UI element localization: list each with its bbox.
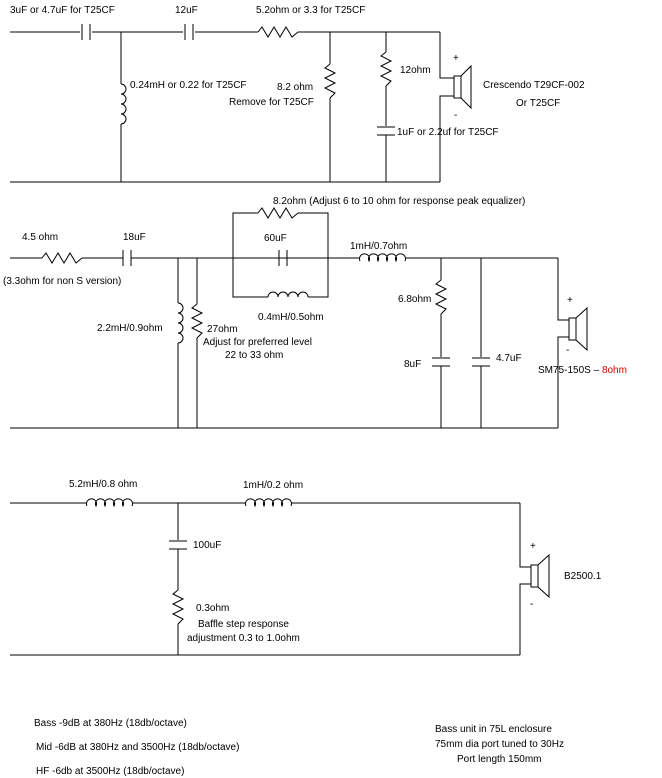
- midrange-zobel-resistor-label: 6.8ohm: [398, 294, 431, 305]
- midrange-speaker-icon: [568, 306, 588, 352]
- tweeter-series-resistor-label: 5.2ohm or 3.3 for T25CF: [256, 5, 365, 16]
- bass-inductor-2-label: 1mH/0.2 ohm: [243, 480, 303, 491]
- midrange-input-capacitor: [122, 250, 132, 266]
- tweeter-notch-resistor-label: 12ohm: [400, 65, 431, 76]
- bass-plus-sign: +: [530, 541, 536, 552]
- bass-resistor-note-1: Baffle step response: [198, 619, 289, 630]
- tweeter-c1-label: 3uF or 4.7uF for T25CF: [10, 5, 115, 16]
- tweeter-series-resistor: [257, 26, 299, 38]
- midrange-input-resistor-label: 4.5 ohm: [22, 232, 58, 243]
- tweeter-shunt-resistor: [323, 63, 337, 99]
- tweeter-c1-capacitor: [81, 24, 91, 40]
- midrange-driver-impedance: 8ohm: [602, 365, 627, 376]
- note-enclosure-1: Bass unit in 75L enclosure: [435, 724, 552, 735]
- bass-speaker-icon: [530, 553, 550, 599]
- bass-minus-sign: -: [530, 599, 533, 610]
- midrange-eq-capacitor-label: 60uF: [264, 233, 287, 244]
- bass-circuit: [10, 498, 550, 656]
- midrange-driver-label: SM75-150S – 8ohm: [538, 365, 627, 376]
- note-enclosure-3: Port length 150mm: [457, 754, 542, 765]
- midrange-zobel-resistor: [434, 279, 448, 315]
- midrange-shunt-resistor: [190, 303, 204, 339]
- tweeter-driver-alt: Or T25CF: [516, 98, 560, 109]
- tweeter-shunt-inductor: [120, 83, 127, 125]
- midrange-eq-resistor-label: 8.2ohm (Adjust 6 to 10 ohm for response …: [273, 196, 525, 207]
- midrange-shunt-inductor: [177, 302, 184, 344]
- note-bass-slope: Bass -9dB at 380Hz (18db/octave): [34, 718, 187, 729]
- midrange-input-resistor-note: (3.3ohm for non S version): [3, 276, 121, 287]
- midrange-input-resistor: [41, 252, 83, 264]
- midrange-series-inductor: [359, 253, 406, 263]
- midrange-minus-sign: -: [566, 345, 569, 356]
- tweeter-circuit: [10, 24, 472, 183]
- note-hf-slope: HF -6db at 3500Hz (18db/octave): [36, 766, 184, 777]
- midrange-shunt-resistor-note-2: 22 to 33 ohm: [225, 350, 283, 361]
- midrange-series-inductor-label: 1mH/0.7ohm: [350, 241, 407, 252]
- midrange-shunt-resistor-label: 27ohm: [207, 324, 238, 335]
- tweeter-c2-capacitor: [184, 24, 194, 40]
- midrange-eq-inductor: [267, 291, 309, 298]
- bass-series-inductor-2: [245, 498, 292, 508]
- midrange-shunt-inductor-label: 2.2mH/0.9ohm: [97, 323, 163, 334]
- tweeter-shunt-resistor-label: 8.2 ohm: [277, 82, 313, 93]
- tweeter-notch-capacitor-label: 1uF or 2.2uf for T25CF: [397, 127, 499, 138]
- tweeter-notch-capacitor: [377, 126, 395, 136]
- note-mid-slope: Mid -6dB at 380Hz and 3500Hz (18db/octav…: [36, 742, 239, 753]
- note-enclosure-2: 75mm dia port tuned to 30Hz: [435, 739, 564, 750]
- midrange-eq-resistor: [257, 207, 299, 219]
- midrange-shunt-capacitor-label: 4.7uF: [496, 353, 522, 364]
- tweeter-shunt-resistor-note: Remove for T25CF: [229, 97, 314, 108]
- bass-shunt-capacitor: [169, 540, 187, 550]
- tweeter-plus-sign: +: [453, 53, 459, 64]
- midrange-circuit: [10, 207, 588, 429]
- bass-driver-name: B2500.1: [564, 571, 602, 582]
- bass-capacitor-label: 100uF: [193, 540, 221, 551]
- bass-resistor-note-2: adjustment 0.3 to 1.0ohm: [187, 633, 300, 644]
- midrange-zobel-capacitor: [432, 357, 450, 367]
- midrange-eq-inductor-label: 0.4mH/0.5ohm: [258, 312, 324, 323]
- midrange-shunt-capacitor: [472, 357, 490, 367]
- midrange-plus-sign: +: [567, 295, 573, 306]
- tweeter-c2-label: 12uF: [175, 5, 198, 16]
- bass-shunt-resistor: [171, 589, 185, 625]
- midrange-input-capacitor-label: 18uF: [123, 232, 146, 243]
- tweeter-minus-sign: -: [454, 110, 457, 121]
- tweeter-notch-resistor: [379, 51, 393, 87]
- tweeter-driver-name: Crescendo T29CF-002: [483, 80, 585, 91]
- bass-inductor-1-label: 5.2mH/0.8 ohm: [69, 479, 137, 490]
- tweeter-speaker-icon: [453, 64, 472, 110]
- midrange-driver-name: SM75-150S –: [538, 365, 602, 376]
- midrange-shunt-resistor-note-1: Adjust for preferred level: [203, 337, 312, 348]
- midrange-zobel-capacitor-label: 8uF: [404, 359, 421, 370]
- tweeter-shunt-inductor-label: 0.24mH or 0.22 for T25CF: [130, 80, 247, 91]
- bass-series-inductor-1: [86, 498, 133, 508]
- bass-resistor-label: 0.3ohm: [196, 603, 229, 614]
